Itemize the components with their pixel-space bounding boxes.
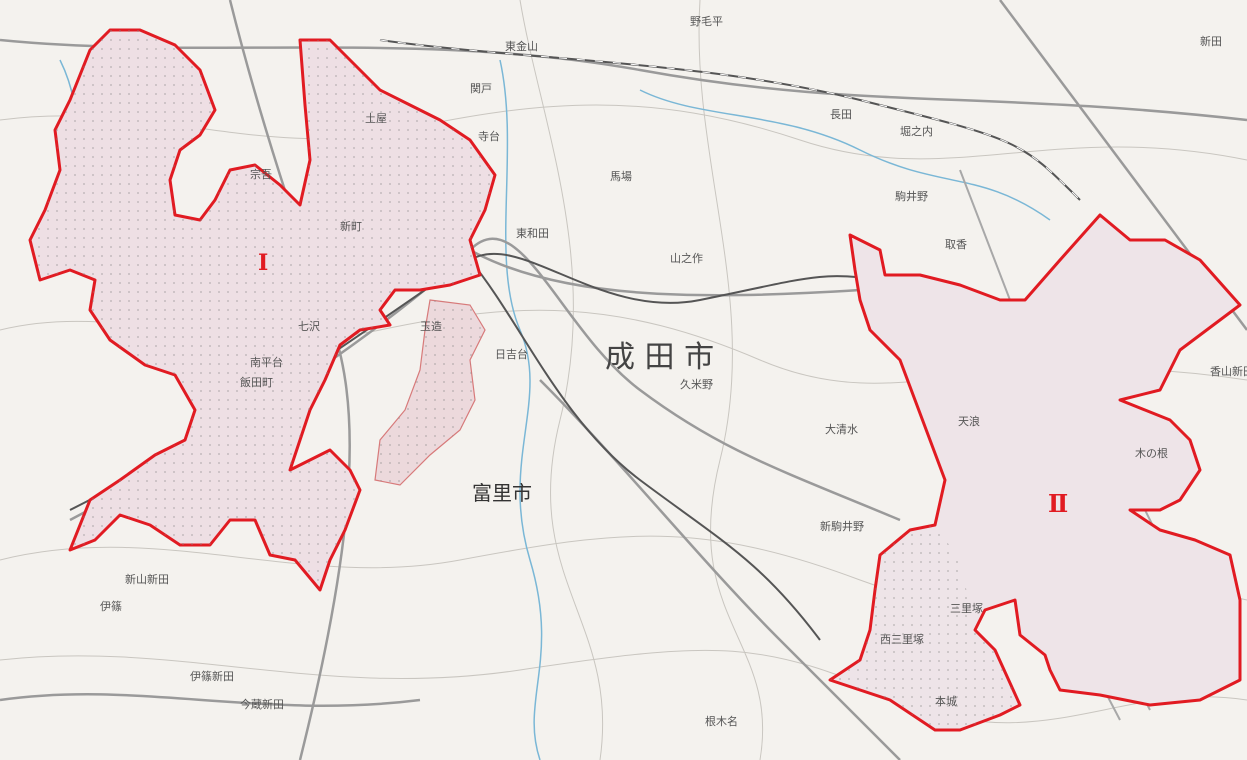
narita-city-label: 成 田 市 [605,340,714,375]
place-label: 大清水 [825,422,858,436]
place-label: 取香 [945,238,967,251]
place-label: 今蔵新田 [240,697,284,711]
place-label: 三里塚 [950,602,983,615]
place-label: 新駒井野 [820,519,864,533]
zone-1-buildings [30,30,495,590]
place-label: 南平台 [250,355,283,369]
place-label: 土屋 [365,112,387,125]
place-label: 駒井野 [895,189,928,203]
zone-1-label: Ⅰ [258,250,268,276]
place-label: 新田 [1200,34,1222,48]
place-label: 日吉台 [495,347,528,361]
place-label: 山之作 [670,251,703,265]
place-label: 新山新田 [125,572,169,586]
zone-2-label: Ⅱ [1048,489,1068,518]
place-label: 野毛平 [690,15,723,28]
place-labels: 野毛平 東金山 関戸 長田 堀之内 寺台 馬場 新田 東和田 山之作 駒井野 取… [100,15,1247,728]
place-label: 木の根 [1135,446,1168,460]
place-label: 香山新田 [1210,364,1247,378]
place-label: 七沢 [298,319,320,333]
built-up-buildings [375,300,485,485]
place-label: 長田 [830,108,852,121]
place-label: 久米野 [680,378,713,391]
place-label: 本城 [935,694,957,708]
place-label: 伊篠 [100,599,122,613]
place-label: 新町 [340,219,362,233]
place-label: 飯田町 [240,375,273,389]
place-label: 西三里塚 [880,633,924,646]
zone-2-buildings [830,525,1020,730]
place-label: 東金山 [505,39,538,53]
place-label: 馬場 [610,170,632,183]
place-label: 宗吾 [250,167,272,181]
place-label: 天浪 [958,414,980,428]
tomisato-city-label: 富里市 [472,481,532,505]
place-label: 関戸 [470,82,492,95]
place-label: 伊篠新田 [190,669,234,683]
place-label: 寺台 [478,129,500,143]
place-label: 玉造 [420,319,442,333]
place-label: 東和田 [516,227,549,240]
place-label: 堀之内 [900,124,933,138]
place-label: 根木名 [705,714,738,728]
